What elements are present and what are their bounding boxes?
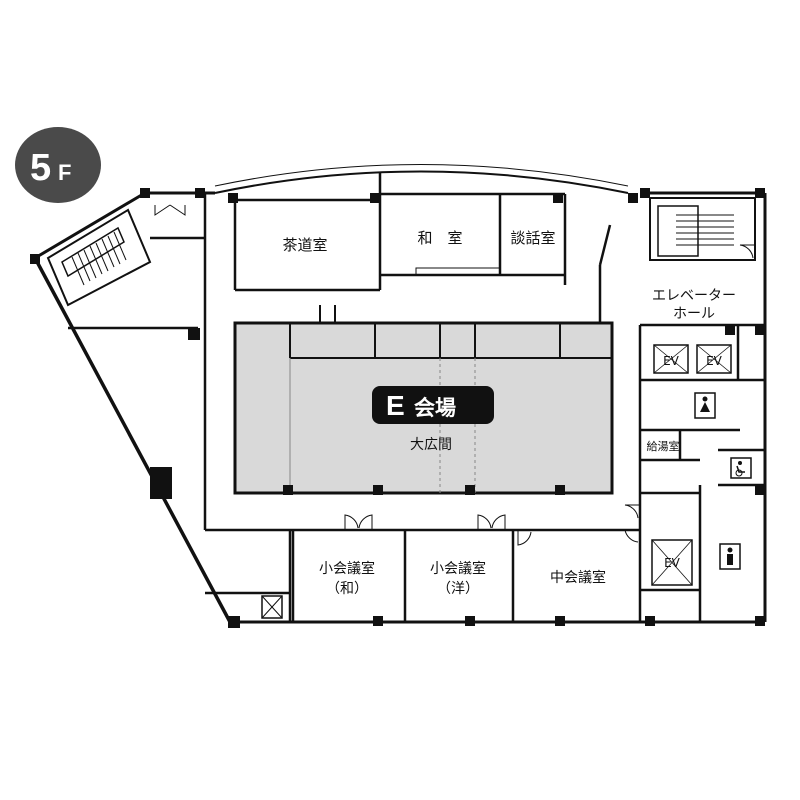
room-labels: 茶道室 和 室 談話室 大広間 小会議室 （和） 小会議室 （洋） 中会議室 エ…: [282, 229, 736, 597]
floor-badge-bg: [15, 127, 101, 203]
label-small-meeting-wa-1: 小会議室: [319, 560, 375, 577]
stairs-northwest: [46, 208, 152, 307]
venue-letter: E: [386, 390, 405, 421]
label-small-meeting-wa-2: （和）: [326, 581, 368, 597]
label-talk-room: 談話室: [510, 229, 555, 247]
elevator-label-3: EV: [664, 556, 681, 570]
elevator-3: [651, 539, 693, 586]
floor-unit: F: [58, 160, 71, 185]
mens-restroom-icon: [719, 543, 741, 570]
tokonoma: [415, 267, 501, 276]
elevator-2: [696, 344, 732, 374]
label-elevator-hall-2: ホール: [673, 306, 715, 322]
floor-badge: 5 F: [15, 127, 101, 203]
elevator-1: [653, 344, 689, 374]
column-west: [150, 467, 172, 499]
service-shaft: [261, 595, 283, 619]
womens-restroom-icon: [694, 392, 716, 419]
label-tea-room: 茶道室: [282, 236, 327, 254]
doors: [154, 204, 755, 546]
label-elevator-hall-1: エレベーター: [652, 288, 736, 304]
elevator-label-2: EV: [706, 354, 723, 368]
west-walls: [68, 193, 640, 622]
columns: [30, 188, 765, 628]
label-small-meeting-yo-2: （洋）: [437, 581, 479, 597]
venue-name: 会場: [414, 396, 456, 420]
venue-label: E 会場: [372, 386, 494, 424]
south-rooms: [291, 530, 515, 622]
accessible-restroom-icon: [730, 457, 752, 479]
label-kitchenette: 給湯室: [647, 439, 680, 453]
label-small-meeting-yo-1: 小会議室: [430, 560, 486, 577]
label-japanese-room: 和 室: [417, 229, 462, 247]
venue-label-bg: [372, 386, 494, 424]
floor-number: 5: [30, 147, 51, 189]
label-medium-meeting: 中会議室: [550, 569, 606, 586]
east-core: [638, 197, 765, 622]
elevators: EV EV EV: [651, 344, 732, 586]
elevator-label-1: EV: [663, 354, 680, 368]
north-rooms: [233, 172, 612, 330]
label-main-hall: 大広間: [410, 437, 452, 453]
